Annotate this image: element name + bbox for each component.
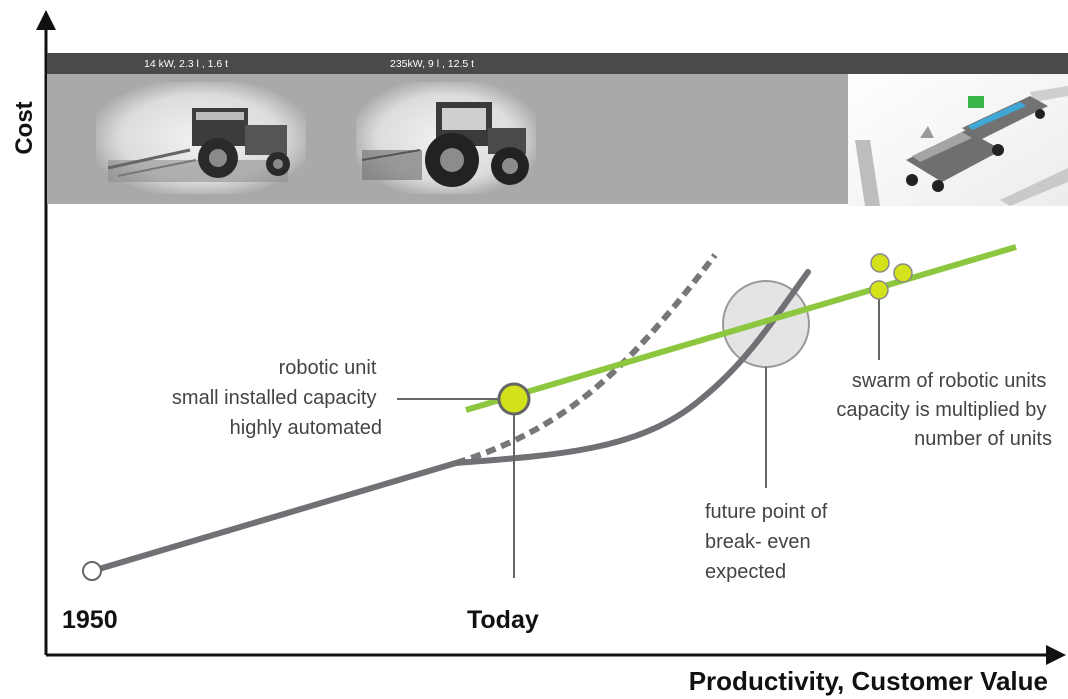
robotic-unit-annotation: robotic unit small installed capacity hi… [172,357,382,439]
swarm-line-2: capacity is multiplied by [836,399,1046,421]
swarm-line-3: number of units [914,428,1052,450]
robotic-unit-line-3: highly automated [230,417,382,439]
swarm-line-1: swarm of robotic units [852,370,1047,392]
swarm-annotation: swarm of robotic units capacity is multi… [836,370,1052,450]
break-even-line-3: expected [705,561,786,583]
robotic-unit-line-2: small installed capacity [172,387,377,409]
y-axis-title: Cost [11,101,38,154]
x-axis-arrow [1046,645,1066,665]
old-tractor-image [96,82,306,194]
modern-tractor-image [356,82,536,194]
start-year-label: 1950 [62,606,118,634]
break-even-annotation: future point of break- even expected [705,501,833,583]
tractor-small-specs: 14 kW, 2.3 l , 1.6 t [144,58,228,70]
swarm-node-right [893,263,913,283]
tractor-large-specs: 235kW, 9 l , 12.5 t [390,58,474,70]
y-axis-arrow [36,10,56,30]
conventional-cost-curve [89,269,811,574]
swarm-node-bottom [869,280,889,300]
today-label: Today [467,606,539,634]
robotic-unit-node [497,382,531,416]
robotic-cost-line [465,244,1017,413]
x-axis-title: Productivity, Customer Value [689,666,1048,696]
break-even-line-2: break- even [705,531,811,553]
robotic-unit-line-1: robotic unit [279,357,377,379]
robot-swarm-image [848,74,1068,206]
swarm-node-top [870,253,890,273]
start-point-1950 [82,561,102,581]
break-even-line-1: future point of [705,501,828,523]
banner-dark-strip [47,53,1068,74]
conventional-growth-dashed-curve [455,253,718,466]
